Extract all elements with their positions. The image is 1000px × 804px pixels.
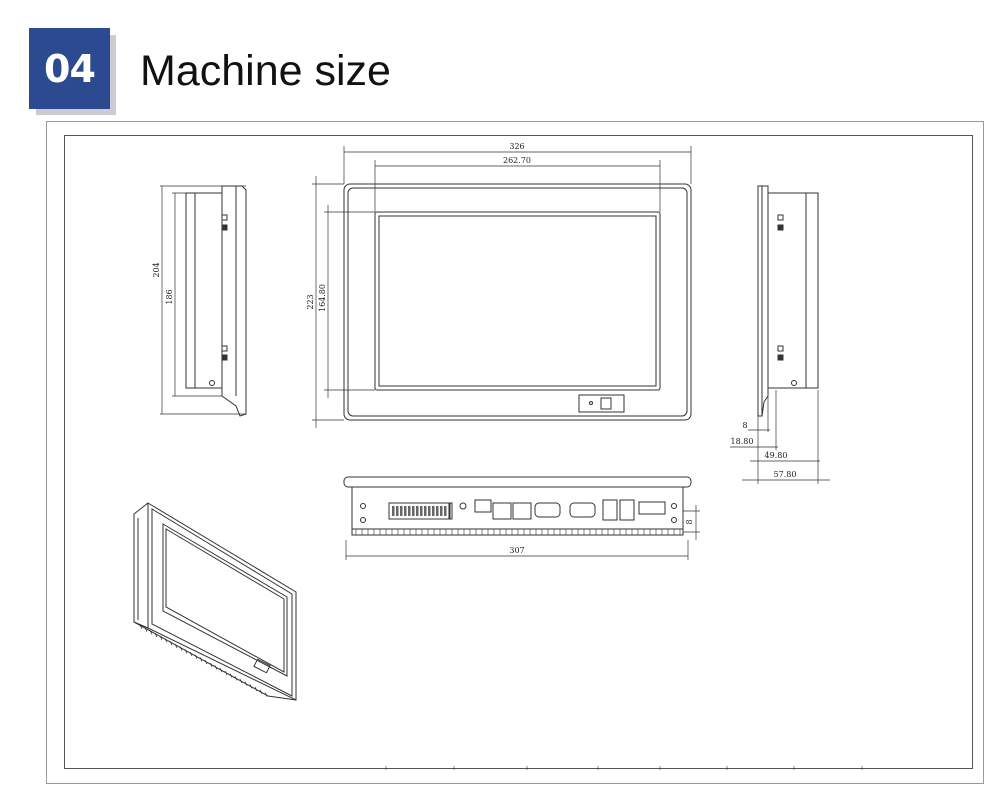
- isometric-fin: [214, 665, 218, 670]
- terminal-pin: [432, 506, 435, 516]
- left-side-view: [185, 185, 247, 417]
- dim-depth-d: 57.80: [774, 470, 797, 479]
- isometric-fin: [209, 662, 213, 667]
- terminal-pin: [404, 506, 407, 516]
- isometric-fin: [259, 689, 263, 694]
- isometric-fin: [224, 670, 228, 676]
- terminal-pin: [420, 506, 423, 516]
- isometric-fin: [234, 676, 238, 681]
- bottom-dimension-lines: [345, 505, 700, 560]
- drawing-inner-frame: [64, 135, 973, 769]
- isometric-fin: [169, 641, 173, 646]
- dim-bottom-width: 307: [509, 546, 524, 555]
- front-dimension-lines: [312, 146, 692, 428]
- isometric-fin: [244, 681, 248, 686]
- isometric-fin: [194, 654, 198, 659]
- dim-screen-height: 164.80: [318, 284, 327, 312]
- terminal-pin: [444, 506, 447, 516]
- dim-overall-width: 326: [509, 142, 524, 151]
- drawing-outer-frame: [46, 121, 984, 784]
- isometric-fin: [239, 678, 243, 684]
- terminal-pin: [428, 506, 431, 516]
- isometric-fin: [184, 649, 188, 654]
- isometric-fin: [159, 635, 163, 640]
- isometric-fin: [204, 659, 208, 665]
- isometric-fin: [179, 646, 183, 651]
- isometric-fin: [139, 624, 143, 630]
- dim-depth-c: 49.80: [765, 451, 788, 460]
- isometric-fins: [139, 624, 268, 697]
- terminal-pin: [440, 506, 443, 516]
- right-side-view: [757, 185, 819, 417]
- terminal-pin: [408, 506, 411, 516]
- page-title: Machine size: [140, 47, 391, 95]
- isometric-fin: [254, 686, 258, 692]
- terminal-pin: [424, 506, 427, 516]
- isometric-fin: [249, 684, 253, 689]
- terminal-pin: [436, 506, 439, 516]
- dim-depth-b: 18.80: [731, 437, 754, 446]
- terminal-pin: [392, 506, 395, 516]
- bottom-view: [343, 476, 692, 536]
- isometric-fin: [149, 630, 153, 635]
- dim-side-inner-height: 186: [165, 289, 174, 304]
- isometric-fin: [164, 638, 168, 643]
- isometric-view: [133, 502, 297, 701]
- isometric-fin: [174, 643, 178, 649]
- terminal-pin: [396, 506, 399, 516]
- right-side-dimension-lines: [730, 390, 830, 484]
- dim-bottom-depth: 8: [685, 519, 694, 524]
- isometric-fin: [229, 673, 233, 678]
- dim-overall-height: 223: [306, 294, 315, 309]
- front-view: [343, 183, 692, 421]
- dim-depth-a: 8: [742, 421, 747, 430]
- terminal-pin: [412, 506, 415, 516]
- bottom-fin-row: [355, 506, 681, 535]
- dim-side-height: 204: [152, 262, 161, 277]
- terminal-pin: [400, 506, 403, 516]
- isometric-fin: [199, 657, 203, 662]
- left-side-dimension-lines: [160, 185, 246, 415]
- isometric-fin: [189, 651, 193, 657]
- section-number-badge: 04: [29, 28, 110, 109]
- isometric-fin: [154, 632, 158, 638]
- dim-screen-width: 262.70: [503, 156, 531, 165]
- isometric-fin: [144, 627, 148, 632]
- isometric-fin: [219, 668, 223, 673]
- terminal-pin: [416, 506, 419, 516]
- frame-ticks: [385, 766, 863, 770]
- isometric-fin: [264, 692, 268, 697]
